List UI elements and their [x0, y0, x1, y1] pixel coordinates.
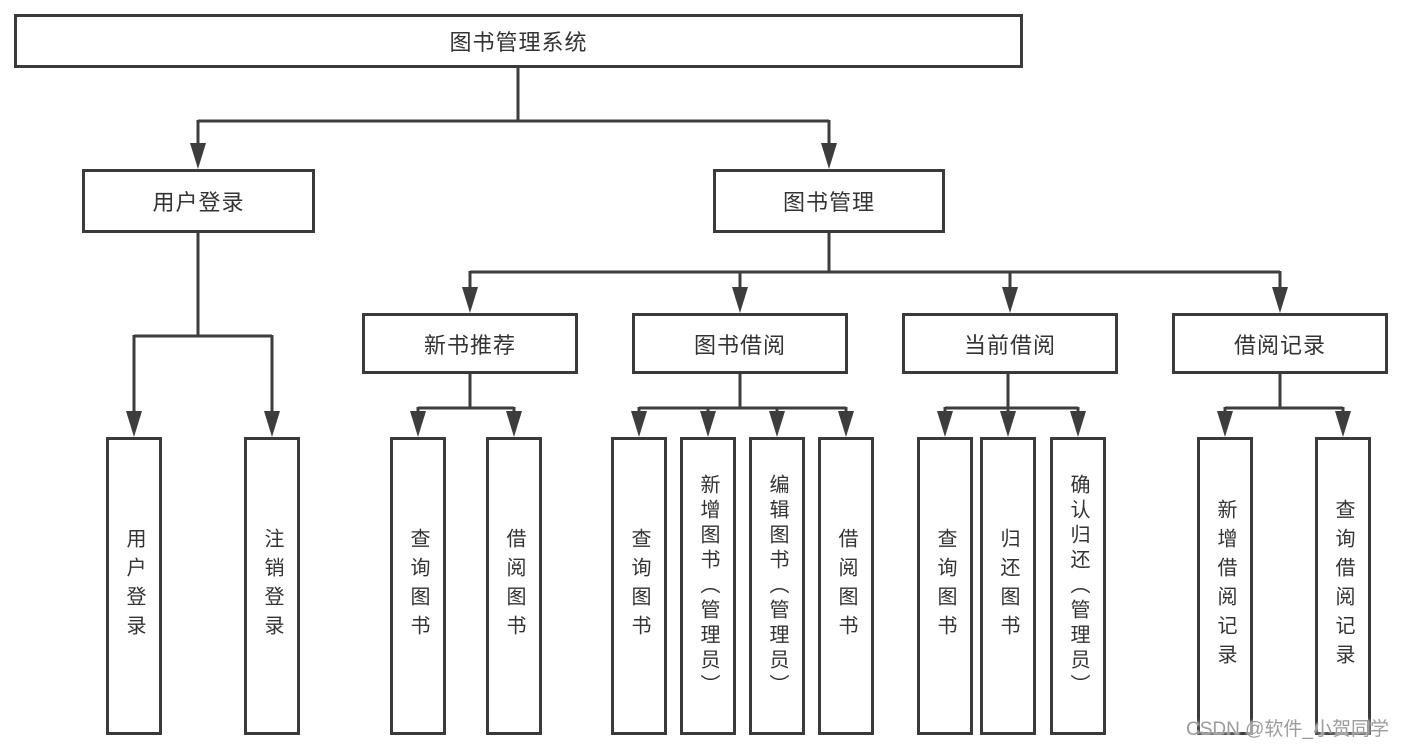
- node-current-borrowing: 当前借阅: [902, 313, 1118, 374]
- node-leaf-bb-borrow-books: 借阅图书: [818, 437, 874, 735]
- connector-bookmgmt-to-level3: [468, 232, 1282, 288]
- arrowhead-icon: [410, 411, 426, 437]
- arrowhead-icon: [700, 411, 716, 437]
- connector-userlogin-group: [132, 232, 274, 412]
- node-book-management: 图书管理: [713, 169, 945, 233]
- node-root: 图书管理系统: [14, 14, 1023, 68]
- arrowhead-icon: [126, 411, 142, 437]
- connector-root-to-level2: [196, 67, 831, 144]
- node-leaf-nb-query-books: 查询图书: [390, 437, 446, 735]
- node-leaf-bb-query-books: 查询图书: [611, 437, 667, 735]
- arrowhead-icon: [631, 411, 647, 437]
- connector-newbook-group: [416, 373, 516, 412]
- csdn-watermark: CSDN @软件_小贺同学: [1186, 719, 1389, 740]
- node-borrowing-records: 借阅记录: [1172, 313, 1388, 374]
- node-leaf-bb-edit-books: 编辑图书（管理员）: [749, 437, 805, 735]
- arrowhead-icon: [1272, 287, 1288, 313]
- arrowhead-icon: [462, 287, 478, 313]
- node-leaf-br-add-record: 新增借阅记录: [1197, 437, 1253, 735]
- arrowhead-icon: [769, 411, 785, 437]
- connector-currentborrow-group: [943, 373, 1080, 412]
- node-leaf-br-query-record: 查询借阅记录: [1315, 437, 1371, 735]
- arrowheads: [126, 143, 1351, 437]
- arrowhead-icon: [732, 287, 748, 313]
- arrowhead-icon: [1000, 411, 1016, 437]
- arrowhead-icon: [1002, 287, 1018, 313]
- arrowhead-icon: [1217, 411, 1233, 437]
- node-leaf-cb-return-books: 归还图书: [980, 437, 1036, 735]
- node-leaf-cb-query-books: 查询图书: [917, 437, 973, 735]
- node-book-borrowing: 图书借阅: [632, 313, 848, 374]
- arrowhead-icon: [506, 411, 522, 437]
- node-leaf-nb-borrow-books: 借阅图书: [486, 437, 542, 735]
- arrowhead-icon: [1335, 411, 1351, 437]
- node-leaf-logout: 注销登录: [244, 437, 300, 735]
- arrowhead-icon: [190, 143, 206, 169]
- arrowhead-icon: [1070, 411, 1086, 437]
- arrowhead-icon: [937, 411, 953, 437]
- arrowhead-icon: [838, 411, 854, 437]
- node-new-book-recommend: 新书推荐: [362, 313, 578, 374]
- arrowhead-icon: [264, 411, 280, 437]
- node-user-login-group: 用户登录: [82, 169, 315, 233]
- node-leaf-cb-confirm-return: 确认归还（管理员）: [1050, 437, 1106, 735]
- connector-records-group: [1223, 373, 1345, 412]
- node-leaf-user-login: 用户登录: [106, 437, 162, 735]
- arrowhead-icon: [821, 143, 837, 169]
- connector-bookborrow-group: [637, 373, 848, 412]
- node-leaf-bb-add-books: 新增图书（管理员）: [680, 437, 736, 735]
